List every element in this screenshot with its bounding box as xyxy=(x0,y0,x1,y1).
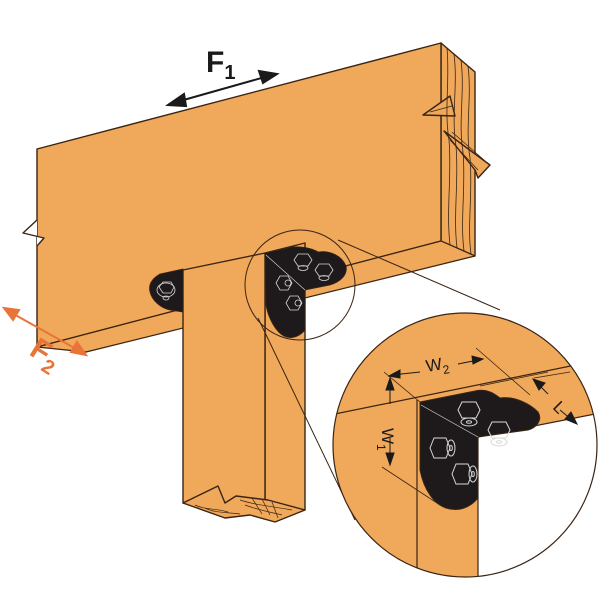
hex-bolt-icon xyxy=(451,463,478,485)
dimension-w2 xyxy=(387,355,485,379)
hex-bolt-icon xyxy=(275,275,293,291)
magnified-detail: W2 W1 L xyxy=(332,312,598,578)
double-arrow-icon xyxy=(1,306,89,357)
label-w2: W2 xyxy=(424,353,451,380)
leader-line-top xyxy=(337,239,501,311)
hex-bolt-icon xyxy=(487,421,511,447)
bracket-left xyxy=(149,268,184,313)
bracket-main xyxy=(264,246,347,338)
post-end-grain-lines xyxy=(194,497,293,519)
dimension-l xyxy=(531,378,579,425)
bracket-detail xyxy=(419,389,541,511)
hex-bolt-icon xyxy=(429,437,456,459)
hex-bolt-icon xyxy=(285,295,303,311)
force-f2: F2 xyxy=(1,306,89,380)
hex-bolt-icon xyxy=(457,401,481,427)
hex-bolt-icon xyxy=(156,281,176,301)
detail-callout xyxy=(244,229,501,521)
force-f1: F1 xyxy=(165,46,280,108)
beam-grain-lines xyxy=(429,47,485,255)
beam-break-left xyxy=(22,219,45,247)
callout-circle-small xyxy=(244,229,356,341)
post-front-face xyxy=(182,252,266,504)
label-w1: W1 xyxy=(374,428,397,451)
double-arrow-icon xyxy=(165,69,280,108)
dimension-w1 xyxy=(385,376,395,467)
leader-line-bottom xyxy=(257,317,356,521)
hex-bolt-icon xyxy=(293,253,313,271)
hex-bolt-icon xyxy=(314,263,334,281)
label-f1: F1 xyxy=(206,46,235,84)
